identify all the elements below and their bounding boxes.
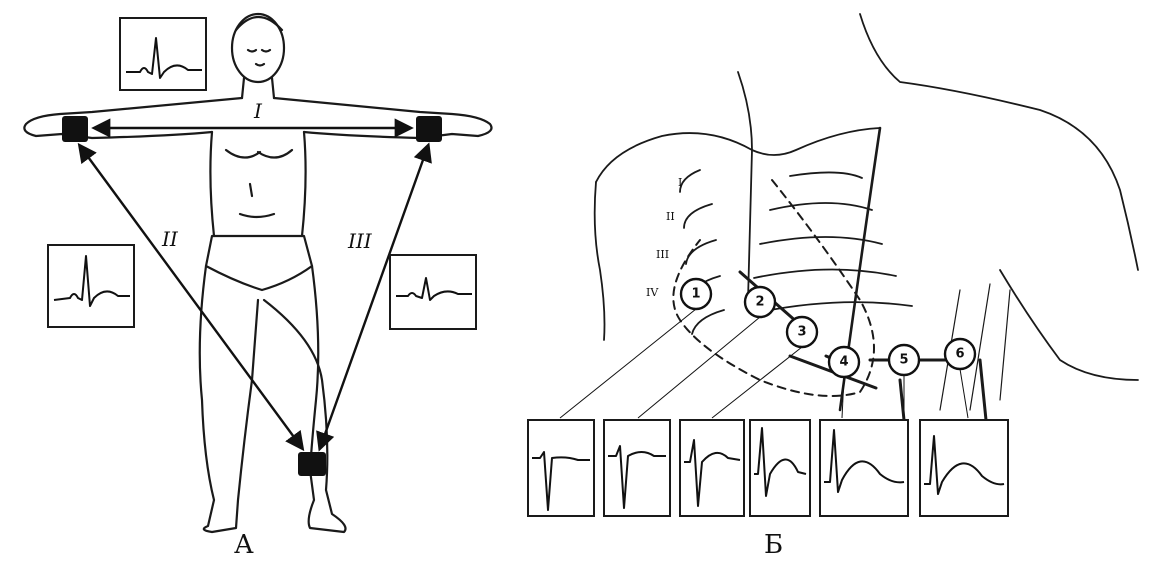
v3-ecg xyxy=(680,420,744,516)
lead-iii-ecg xyxy=(390,255,476,329)
panel-label-a: А xyxy=(234,530,254,560)
lead-iii-label: III xyxy=(347,229,373,253)
svg-text:1: 1 xyxy=(691,287,700,302)
panel-label-b: Б xyxy=(764,530,783,560)
v1-ecg xyxy=(528,420,594,516)
rib-label-ii: II xyxy=(666,210,675,223)
svg-text:4: 4 xyxy=(839,355,848,370)
rib-label-iv: IV xyxy=(646,286,659,299)
right-arm-electrode xyxy=(62,116,88,142)
left-arm-electrode xyxy=(416,116,442,142)
svg-text:2: 2 xyxy=(755,295,764,310)
svg-text:3: 3 xyxy=(797,325,806,340)
chest-electrode-3: 3 xyxy=(787,317,817,347)
svg-text:5: 5 xyxy=(899,353,908,368)
v4-ecg xyxy=(750,420,810,516)
rib-label-iii: III xyxy=(656,248,669,261)
v2-ecg xyxy=(604,420,670,516)
chest-outline xyxy=(595,14,1138,410)
chest-electrode-4: 4 xyxy=(829,347,859,377)
chest-electrode-2: 2 xyxy=(745,287,775,317)
svg-text:6: 6 xyxy=(955,347,964,362)
lead-ii-ecg xyxy=(48,245,134,327)
left-leg-electrode xyxy=(298,452,326,476)
lead-ii-label: II xyxy=(161,227,179,251)
lead-i-ecg xyxy=(120,18,206,90)
v6-ecg xyxy=(920,420,1008,516)
chest-electrode-5: 5 xyxy=(889,345,919,375)
chest-electrode-1: 1 xyxy=(681,279,711,309)
rib-label-i: I xyxy=(678,176,682,189)
lead-i-label: I xyxy=(253,99,263,123)
chest-electrode-6: 6 xyxy=(945,339,975,369)
v5-ecg xyxy=(820,420,908,516)
